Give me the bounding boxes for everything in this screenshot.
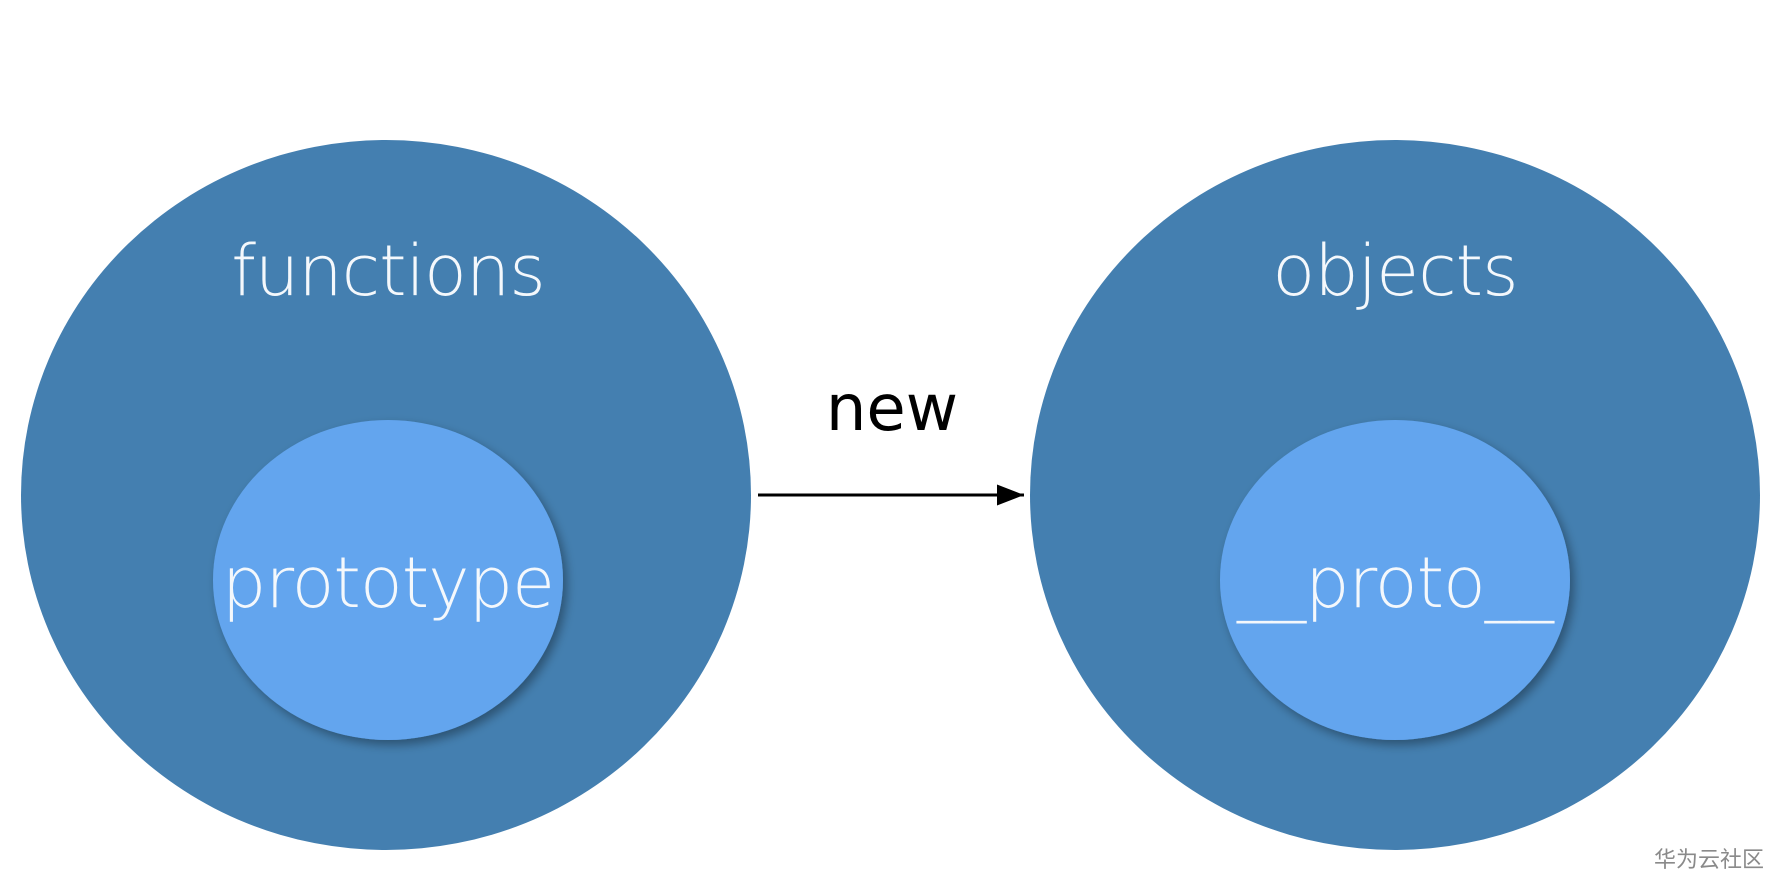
proto-inner-circle — [1220, 420, 1570, 740]
objects-label: objects — [1272, 230, 1517, 312]
functions-label: functions — [231, 230, 544, 312]
prototype-inner-circle — [213, 420, 563, 740]
functions-node: functions prototype — [21, 140, 751, 850]
prototype-label: prototype — [222, 542, 554, 624]
proto-label: __proto__ — [1236, 542, 1555, 624]
watermark: 华为云社区 — [1653, 848, 1764, 873]
new-edge: new — [758, 372, 1024, 506]
objects-node: objects __proto__ — [1030, 140, 1760, 850]
new-label: new — [826, 372, 958, 446]
